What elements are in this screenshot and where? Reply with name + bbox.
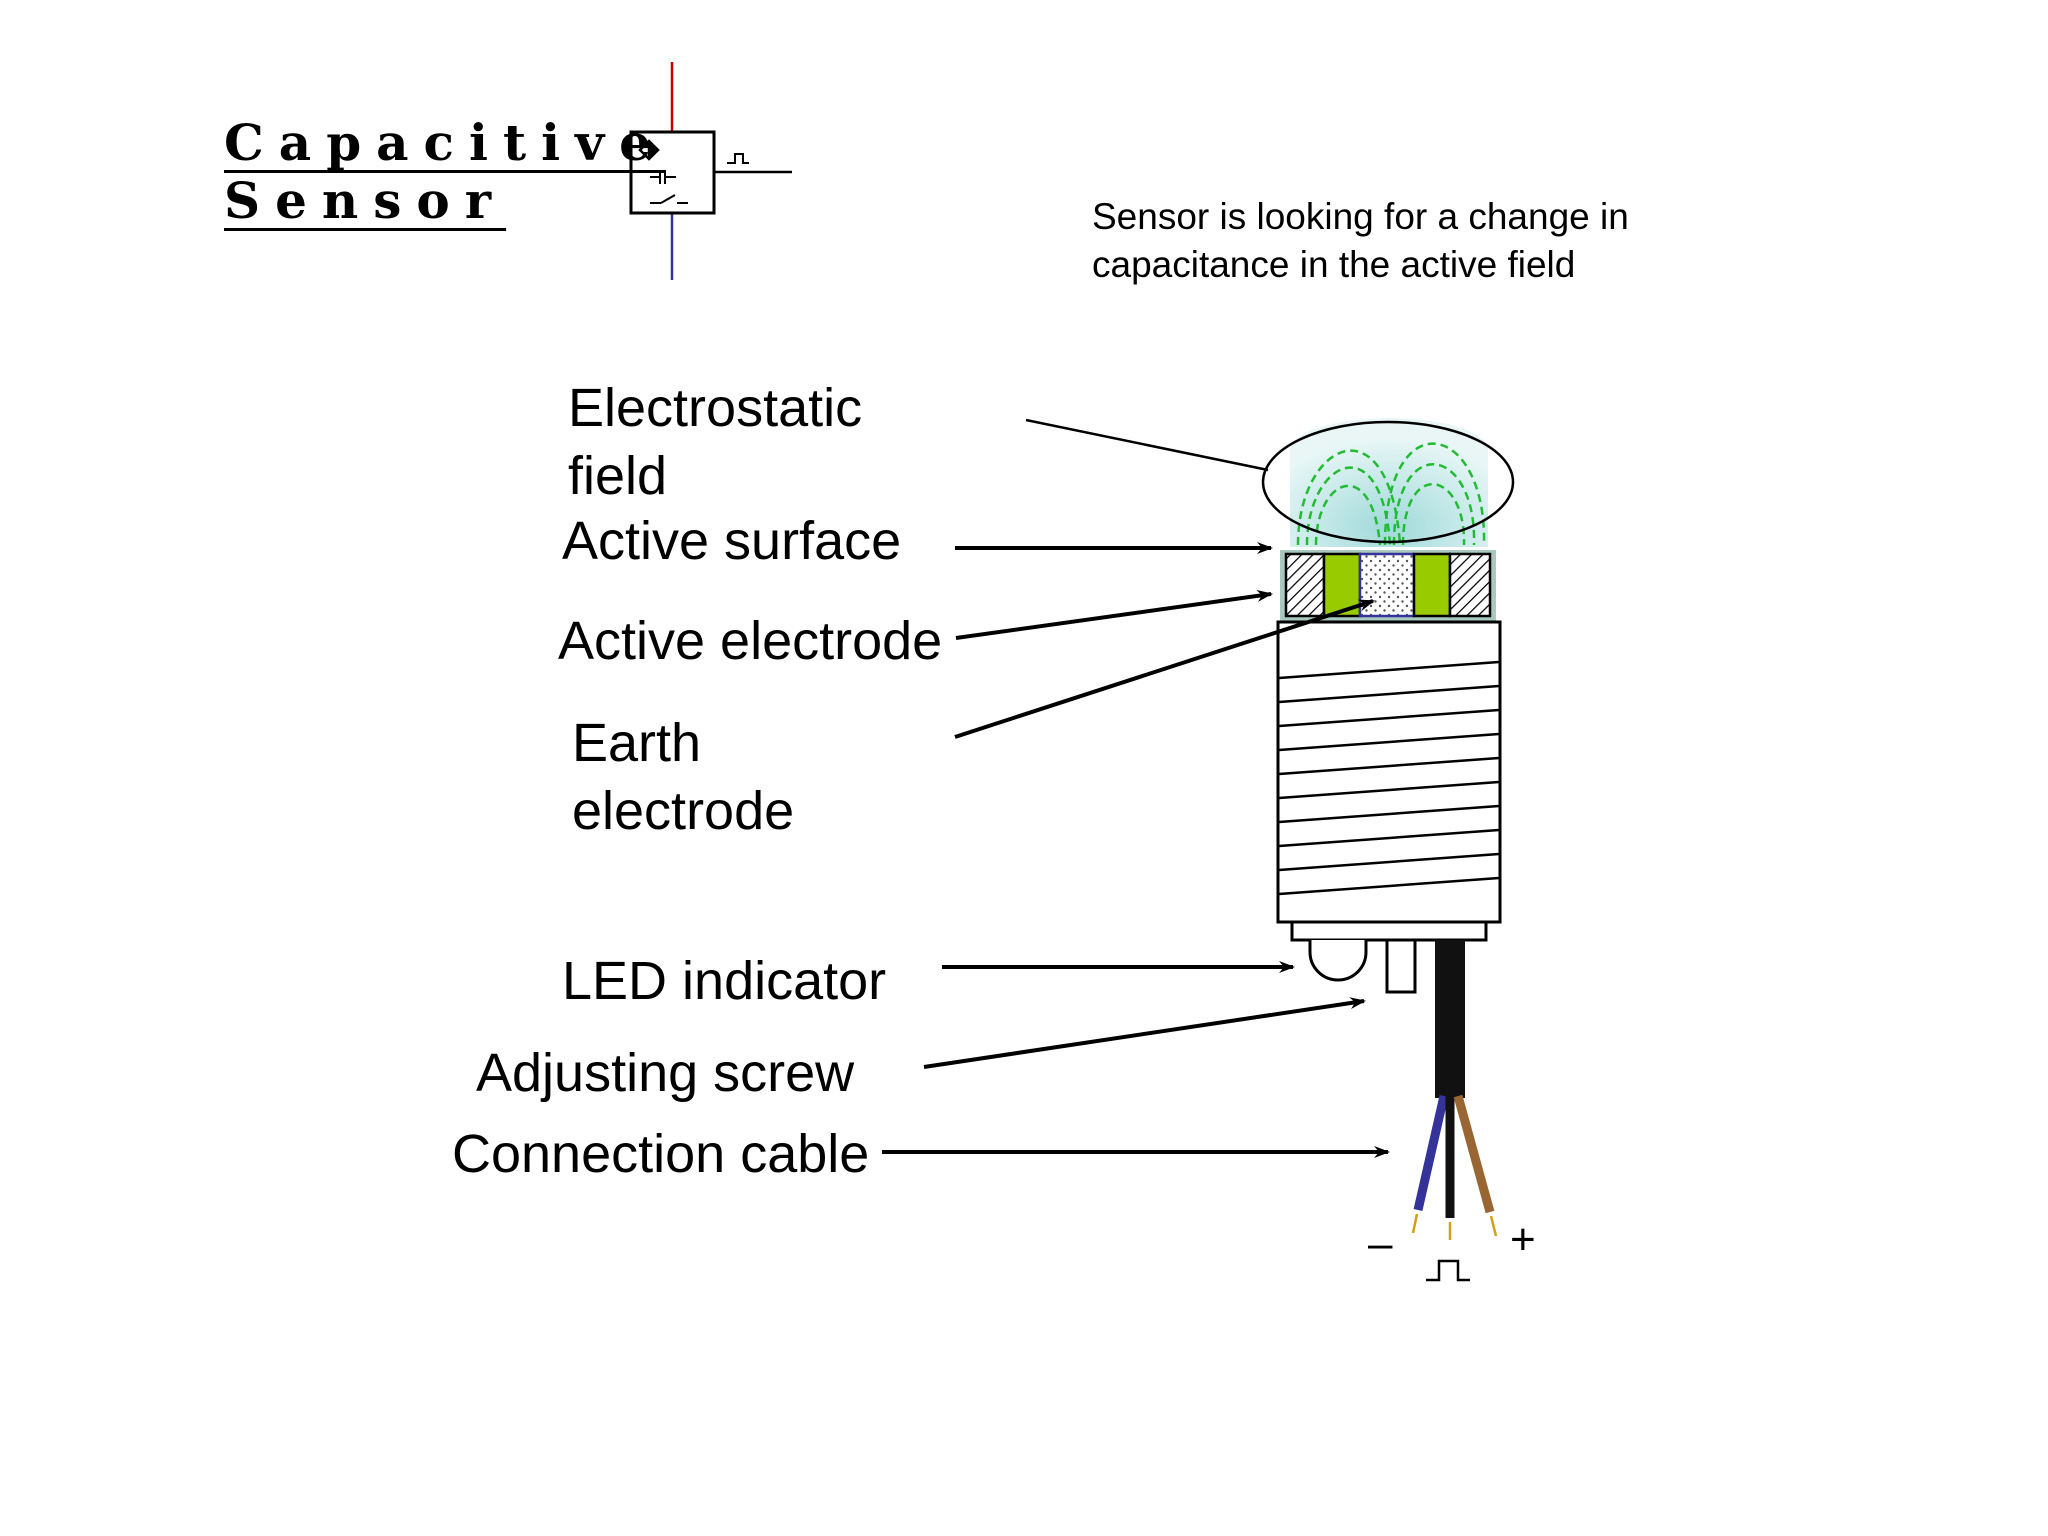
- note-line-2: capacitance in the active field: [1092, 244, 1576, 285]
- output-pulse-icon: [1426, 1259, 1470, 1282]
- title-line-1: Capacitive: [224, 113, 666, 172]
- leader-active-electrode: [955, 589, 1273, 640]
- label-active-surface: Active surface: [562, 511, 902, 571]
- wire-blue: [1413, 1094, 1449, 1212]
- active-electrode-green-right: [1412, 552, 1452, 618]
- symbol-diamond-icon: [638, 139, 660, 161]
- sensor-body: [1276, 620, 1502, 942]
- label-connection-cable: Connection cable: [452, 1124, 870, 1184]
- terminal-plus: +: [1510, 1215, 1536, 1264]
- field-outline-ellipse: [1261, 420, 1515, 544]
- earth-electrode-left: [1284, 552, 1326, 618]
- sensor-face: [1280, 550, 1496, 622]
- leader-earth-electrode: [954, 599, 1375, 739]
- wire-brown: [1453, 1094, 1495, 1214]
- label-led-indicator: LED indicator: [562, 951, 887, 1011]
- label-electrostatic-field-1: Electrostatic: [568, 378, 863, 438]
- cable-jacket: [1435, 940, 1465, 1098]
- symbol-switch-icon: [650, 194, 688, 204]
- note-line-1: Sensor is looking for a change in: [1092, 196, 1629, 237]
- body-threads: [1278, 660, 1500, 896]
- label-active-electrode: Active electrode: [558, 611, 943, 671]
- symbol-pulse-icon: [727, 153, 749, 164]
- body-base-ring: [1290, 920, 1488, 942]
- earth-electrode-right: [1448, 552, 1492, 618]
- leader-adjusting-screw: [923, 997, 1366, 1069]
- title-line-2: Sensor: [224, 171, 507, 230]
- wires: [1411, 1094, 1498, 1240]
- label-electrostatic-field-2: field: [568, 446, 668, 506]
- field-glow: [1290, 418, 1488, 547]
- capacitive-sensor-symbol: [629, 62, 792, 280]
- leader-electrostatic-field: [1025, 418, 1269, 472]
- leader-lines: [882, 418, 1390, 1158]
- wire-tip-brown: [1489, 1215, 1498, 1237]
- label-earth-electrode-2: electrode: [572, 781, 795, 841]
- active-electrode-center: [1358, 552, 1416, 618]
- terminal-minus: –: [1368, 1219, 1393, 1268]
- adjusting-screw-icon: [1385, 938, 1417, 994]
- field-lines: [1296, 442, 1486, 546]
- led-icon: [1308, 940, 1368, 982]
- symbol-capacitor-icon: [650, 170, 676, 184]
- label-earth-electrode-1: Earth: [572, 713, 702, 773]
- label-adjusting-screw: Adjusting screw: [476, 1043, 855, 1103]
- wire-tip-blue: [1411, 1213, 1419, 1234]
